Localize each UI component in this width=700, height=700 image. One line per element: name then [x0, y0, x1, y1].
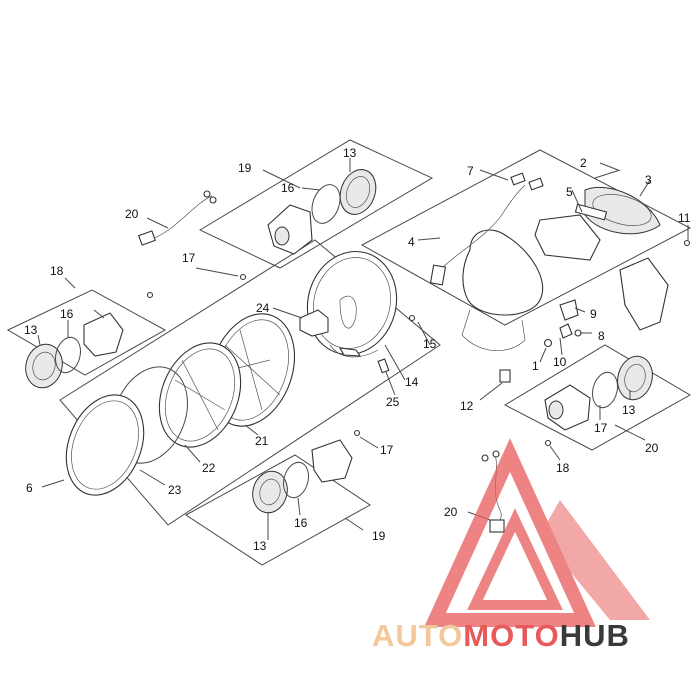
callout-22: 22: [202, 461, 216, 475]
callout-labels: 19 13 16 20 17 18 13 16 24 15 14 25 21 2…: [24, 146, 691, 553]
callout-12: 12: [460, 399, 474, 413]
callout-14: 14: [405, 375, 419, 389]
callout-1: 1: [532, 359, 539, 373]
callout-20-top: 20: [125, 207, 139, 221]
watermark-text-moto: MOTO: [463, 618, 559, 653]
watermark-text-auto: AUTO: [372, 618, 463, 653]
parts: [25, 169, 691, 533]
callout-17-top: 17: [182, 251, 196, 265]
callout-21: 21: [255, 434, 269, 448]
callout-17-bottom-left: 17: [380, 443, 394, 457]
callout-2: 2: [580, 156, 587, 170]
watermark-logo: [424, 438, 650, 627]
callout-16-left: 16: [60, 307, 74, 321]
callout-8: 8: [598, 329, 605, 343]
callout-15: 15: [423, 337, 437, 351]
watermark-triangle-inner: [467, 508, 563, 610]
callout-25: 25: [386, 395, 400, 409]
callout-18-bottom: 19: [372, 529, 386, 543]
callout-16-right: 17: [594, 421, 608, 435]
watermark-text-hub: HUB: [560, 618, 630, 653]
watermark-triangle-right: [540, 500, 650, 620]
callout-13-bottom: 13: [253, 539, 267, 553]
callout-3: 3: [645, 173, 652, 187]
callout-13-right: 13: [622, 403, 636, 417]
callout-18-left: 18: [50, 264, 64, 278]
callout-19-right: 20: [645, 441, 659, 455]
callout-24: 24: [256, 301, 270, 315]
callout-13-left: 13: [24, 323, 38, 337]
callout-4: 4: [408, 235, 415, 249]
group-outlines: [6, 139, 692, 566]
callout-20-bottom: 20: [444, 505, 458, 519]
callout-13-top: 13: [343, 146, 357, 160]
callout-10: 10: [553, 355, 567, 369]
callout-23: 23: [168, 483, 182, 497]
callout-17-bottom-right: 18: [556, 461, 570, 475]
callout-19-top: 19: [238, 161, 252, 175]
watermark-text: AUTOMOTOHUB: [372, 618, 630, 653]
callout-7: 7: [467, 164, 474, 178]
callout-6: 6: [26, 481, 33, 495]
callout-9: 9: [590, 307, 597, 321]
callout-16-bottom: 16: [294, 516, 308, 530]
callout-11: 11: [678, 211, 691, 225]
leader-lines: [37, 158, 689, 540]
callout-16-top: 16: [281, 181, 295, 195]
callout-5: 5: [566, 185, 573, 199]
